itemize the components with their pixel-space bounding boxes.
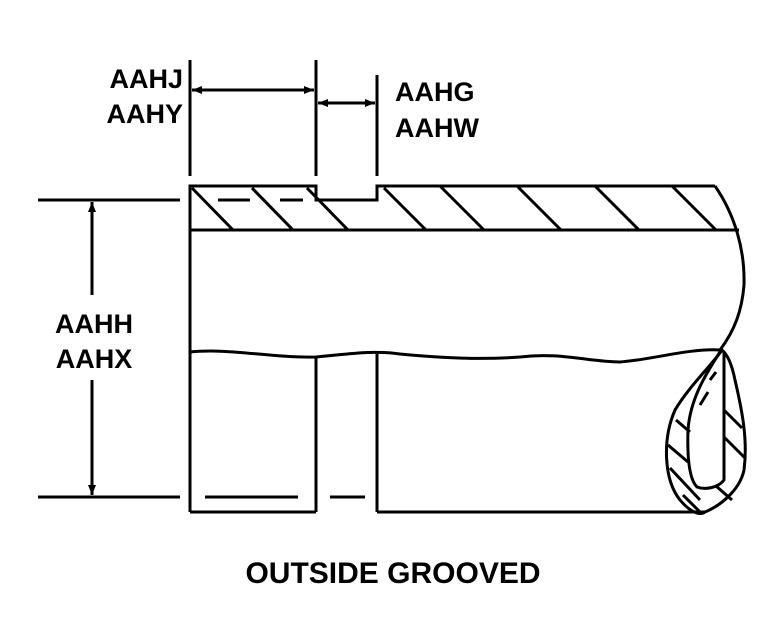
label-groove-offset-2: AAHY: [106, 99, 183, 129]
pipe-end-section: [665, 347, 747, 515]
label-diameter-1: AAHH: [55, 309, 133, 339]
label-groove-width-2: AAHW: [395, 113, 479, 143]
pipe-outline: [188, 184, 746, 514]
label-groove-offset-1: AAHJ: [109, 64, 183, 94]
label-diameter-2: AAHX: [56, 344, 133, 374]
label-groove-width-1: AAHG: [395, 77, 475, 107]
dimension-lines: [38, 60, 379, 499]
diagram-caption: OUTSIDE GROOVED: [245, 557, 540, 590]
wall-hatching: [190, 184, 718, 232]
